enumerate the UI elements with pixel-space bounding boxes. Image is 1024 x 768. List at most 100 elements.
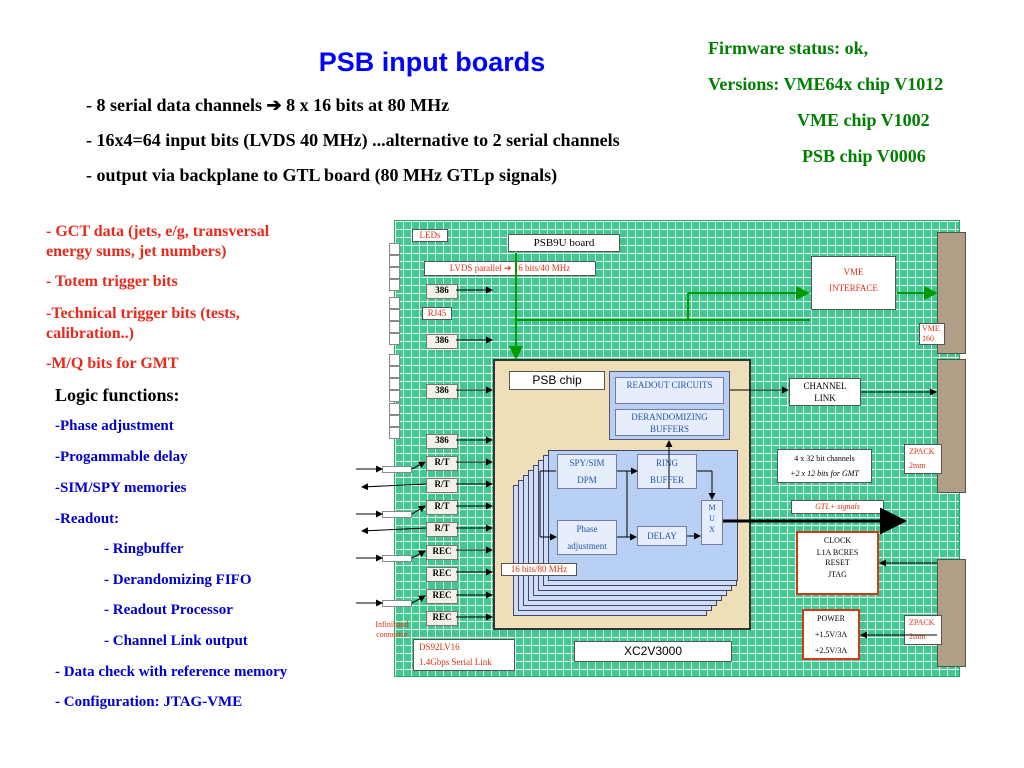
logic-item: - Configuration: JTAG-VME — [55, 694, 243, 710]
rj45-label: RJ45 — [422, 307, 452, 320]
board-name-label: PSB9U board — [508, 234, 620, 252]
input-mq-bits: -M/Q bits for GMT — [46, 355, 179, 372]
zpack-connector-lower — [937, 559, 966, 667]
connector-text: connector — [376, 630, 408, 639]
rec-chip: REC — [426, 611, 458, 626]
clock-line: L1A BCRES — [816, 548, 859, 557]
zpack-line: ZPACK — [909, 447, 935, 456]
front-connector — [389, 267, 400, 279]
channels-line: 4 x 32 bit channels — [794, 454, 855, 463]
gtl-signals-label: GTL+ signals — [791, 500, 884, 514]
power-line: POWER — [817, 614, 845, 623]
zpack-line: ZPACK — [909, 618, 935, 627]
front-connector — [389, 354, 400, 366]
front-connector — [389, 333, 400, 345]
delay-block: DELAY — [637, 526, 687, 546]
dpm-label: DPM — [577, 475, 597, 485]
channels-line: +2 x 12 bits for GMT — [790, 469, 859, 478]
logic-item: - Data check with reference memory — [55, 664, 288, 680]
adjustment-label: adjustment — [567, 541, 607, 551]
vme160-line: 160 — [922, 334, 934, 343]
clock-box: CLOCK L1A BCRES RESET JTAG — [796, 531, 879, 595]
clock-line: CLOCK — [823, 536, 852, 545]
chip-386: 386 — [426, 384, 458, 399]
mux-letter: U — [709, 514, 715, 523]
vme-interface: VME INTERFACE — [811, 256, 896, 310]
logic-item: -Readout: — [55, 511, 120, 527]
logic-item: -SIM/SPY memories — [55, 480, 187, 496]
vme-interface-line: VME — [843, 267, 864, 277]
mux-letter: X — [709, 525, 715, 534]
chip-386: 386 — [426, 434, 458, 449]
channel-link-line: LINK — [814, 393, 836, 403]
zpack-label-lower: ZPACK 2mm — [904, 615, 942, 645]
vme-interface-line: INTERFACE — [829, 283, 878, 293]
psb-chip-label: PSB chip — [509, 371, 605, 390]
rec-chip: REC — [426, 589, 458, 604]
logic-subitem: - Readout Processor — [104, 602, 233, 618]
front-connector — [389, 297, 400, 309]
clock-line: RESET — [825, 558, 850, 567]
buffer-label: BUFFER — [649, 475, 684, 485]
front-connector — [389, 243, 400, 255]
logic-subitem: - Derandomizing FIFO — [104, 572, 252, 588]
vme160-label: VME 160 — [919, 323, 945, 345]
lvds-label: LVDS parallel ➔ 16 bits/40 MHz — [424, 261, 596, 276]
bullet-backplane-output: - output via backplane to GTL board (80 … — [86, 165, 558, 185]
firmware-status: Firmware status: ok, — [708, 38, 869, 58]
serial-link: 1.4Gbps Serial Link — [419, 657, 492, 667]
input-technical-bits: -Technical trigger bits (tests, calibrat… — [46, 305, 240, 342]
firmware-vme-chip: VME chip V1002 — [797, 110, 930, 130]
channel-link-line: CHANNEL — [803, 381, 847, 391]
front-connector — [389, 427, 400, 439]
rec-chip: REC — [426, 545, 458, 560]
zpack-line: 2mm — [909, 632, 926, 641]
infiniband-text: Infiniband — [375, 620, 409, 629]
channel-link: CHANNEL LINK — [789, 378, 861, 406]
clock-line: JTAG — [828, 570, 847, 579]
zpack-line: 2mm — [909, 461, 926, 470]
front-connector — [389, 403, 400, 415]
front-connector — [389, 321, 400, 333]
phase-adjustment: Phase adjustment — [557, 520, 617, 555]
front-connector — [389, 415, 400, 427]
leds-label: LEDs — [412, 229, 448, 242]
front-connector — [389, 390, 400, 402]
mux-block: M U X — [701, 500, 723, 545]
front-connector — [389, 378, 400, 390]
logic-subitem: - Ringbuffer — [104, 541, 184, 557]
readout-circuits: READOUT CIRCUITS — [615, 377, 724, 404]
front-connector — [389, 255, 400, 267]
zpack-label-upper: ZPACK 2mm — [904, 444, 942, 474]
ds92-label: DS92LV16 1.4Gbps Serial Link — [413, 639, 515, 671]
bullet-serial-channels: - 8 serial data channels ➔ 8 x 16 bits a… — [86, 95, 450, 115]
phase-label: Phase — [576, 524, 598, 534]
logic-subitem: - Channel Link output — [104, 633, 248, 649]
channels-note: 4 x 32 bit channels +2 x 12 bits for GMT — [777, 449, 872, 483]
firmware-psb-chip: PSB chip V0006 — [802, 146, 926, 166]
readout-circuits-label: READOUT CIRCUITS — [626, 380, 713, 390]
vme160-line: VME — [922, 324, 940, 333]
input-gct-data: - GCT data (jets, e/g, transversal energ… — [46, 223, 270, 260]
xc2v3000-label: XC2V3000 — [574, 641, 732, 662]
page-title: PSB input boards — [318, 47, 546, 77]
rt-chip: R/T — [426, 500, 458, 515]
derandomizing-buffers: DERANDOMIZING BUFFERS — [615, 409, 724, 436]
ring-buffer: RING BUFFER — [637, 454, 697, 489]
bits-80mhz-label: 16 bits/80 MHz — [501, 563, 577, 576]
logic-item: -Phase adjustment — [55, 418, 174, 434]
rt-chip: R/T — [426, 456, 458, 471]
front-connector — [389, 366, 400, 378]
front-connector — [389, 309, 400, 321]
rec-chip: REC — [426, 567, 458, 582]
ds92-part: DS92LV16 — [419, 642, 460, 652]
rt-chip: R/T — [426, 478, 458, 493]
logic-item: -Progammable delay — [55, 449, 188, 465]
bullet-input-bits: - 16x4=64 input bits (LVDS 40 MHz) ...al… — [86, 130, 620, 150]
logic-functions-title: Logic functions: — [55, 385, 180, 405]
mux-letter: M — [708, 503, 716, 512]
derandomizing-buffers-label: DERANDOMIZING BUFFERS — [631, 412, 708, 434]
chip-386: 386 — [426, 284, 458, 299]
power-box: POWER +1.5V/3A +2.5V/3A — [802, 609, 860, 660]
